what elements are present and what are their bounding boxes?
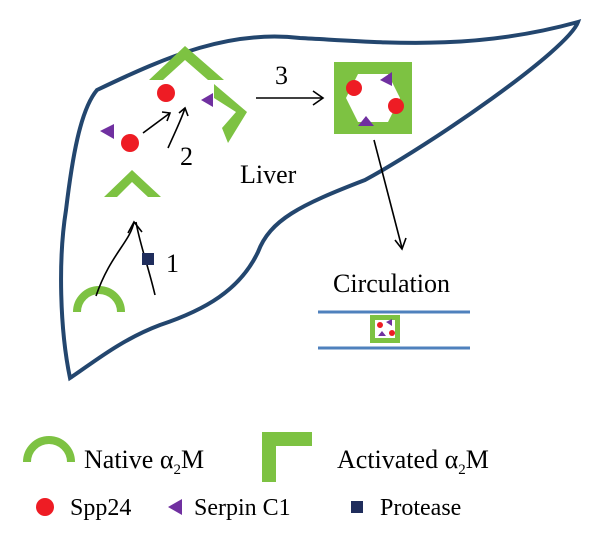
activating-a2m-chevron: [104, 170, 161, 197]
legend-activated-alpha: α: [445, 445, 459, 474]
spp24-molecule: [346, 80, 362, 96]
activated-a2m-opening: [149, 46, 247, 143]
circulating-a2m-complex: [370, 315, 400, 343]
activated-a2m-corner-icon: [262, 432, 312, 482]
legend-spp24: Spp24: [36, 495, 131, 521]
serpin-molecule: [201, 93, 213, 107]
purple-triangle-icon: [168, 499, 182, 515]
to-circulation-arrow: [373, 139, 407, 251]
serpin-molecule: [380, 72, 392, 86]
legend-activated-suffix: M: [466, 445, 489, 474]
step-3-label: 3: [275, 61, 288, 90]
serpin-molecule: [100, 124, 114, 139]
step3-arrow: [256, 90, 325, 106]
legend-protease: Protease: [351, 495, 461, 521]
legend-native-prefix: Native: [84, 445, 160, 474]
spp24-molecule: [388, 98, 404, 114]
legend-native-alpha: α: [160, 445, 174, 474]
legend-protease-label: Protease: [380, 495, 461, 521]
liver-label: Liver: [240, 160, 297, 189]
svg-text:Activated α2M: Activated α2M: [337, 445, 489, 478]
spp24-molecule: [157, 84, 175, 102]
native-a2m-molecule: [73, 286, 125, 313]
step-1-label: 1: [166, 249, 179, 278]
activated-a2m-complex: [334, 62, 412, 134]
step-2-label: 2: [180, 142, 193, 171]
red-circle-icon: [36, 498, 54, 516]
circulation-label: Circulation: [333, 269, 450, 298]
legend-native: Native α2M: [23, 436, 204, 478]
legend-serpin: Serpin C1: [168, 495, 291, 521]
legend-activated: Activated α2M: [262, 432, 489, 482]
native-a2m-arc-icon: [23, 436, 75, 463]
legend-spp24-label: Spp24: [70, 495, 131, 521]
step2-arrows: [142, 106, 189, 149]
legend-activated-sub: 2: [458, 462, 466, 478]
spp24-molecule: [121, 134, 139, 152]
liver-outline: [59, 19, 582, 382]
legend-native-sub: 2: [173, 462, 181, 478]
legend-serpin-label: Serpin C1: [194, 495, 291, 521]
blood-vessel: [318, 310, 470, 350]
svg-text:Native α2M: Native α2M: [84, 445, 204, 478]
serpin-molecule: [358, 116, 374, 126]
navy-square-icon: [351, 501, 363, 513]
legend-native-suffix: M: [181, 445, 204, 474]
protease-molecule: [142, 253, 154, 265]
legend-activated-prefix: Activated: [337, 445, 445, 474]
